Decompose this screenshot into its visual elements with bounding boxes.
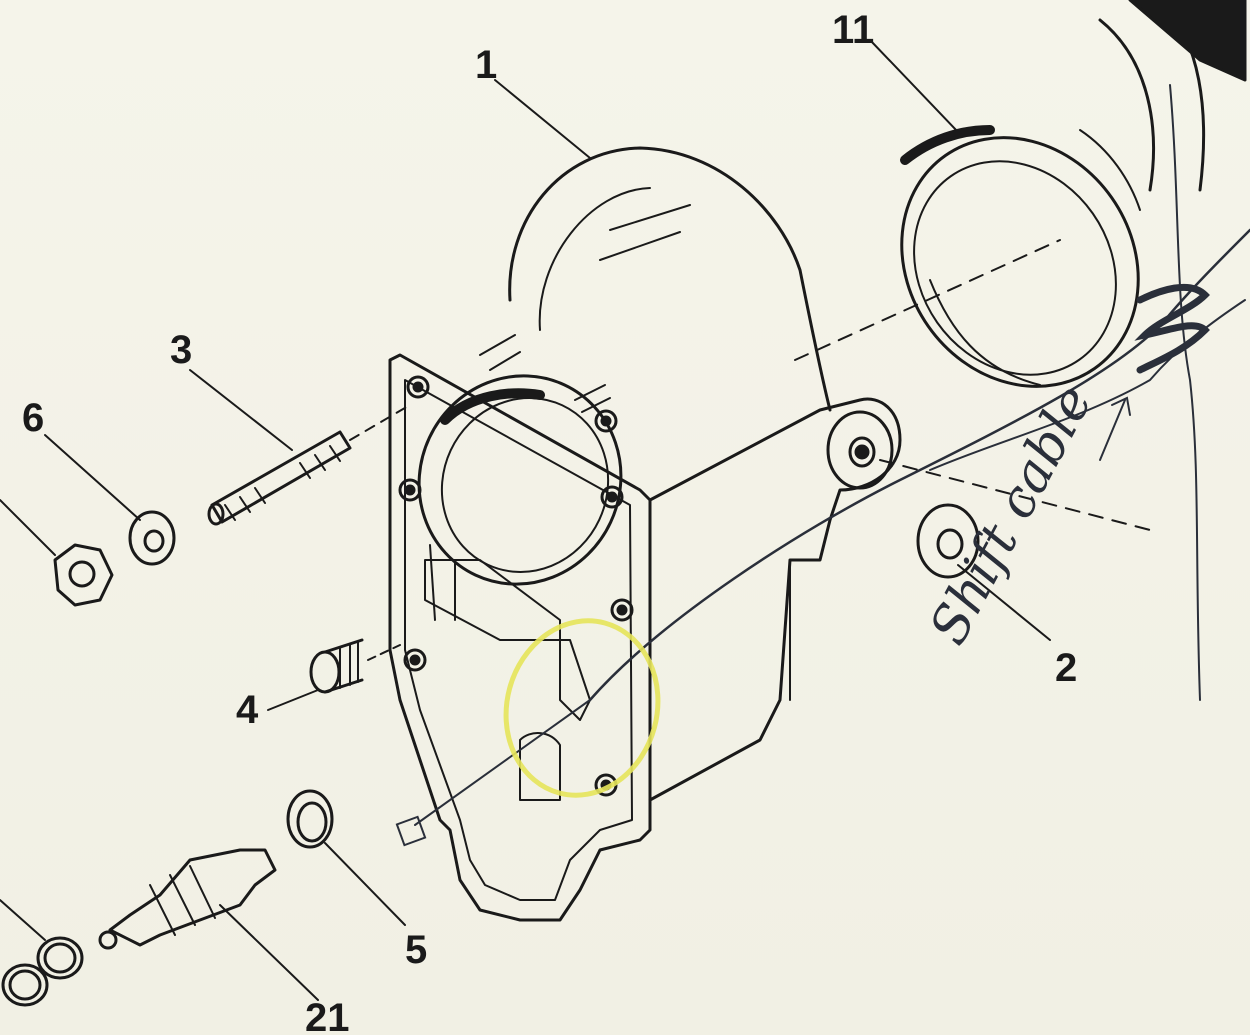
nut-washer-part xyxy=(0,434,176,607)
highlight-circle xyxy=(503,618,661,798)
bearing-cup-part xyxy=(900,0,1247,388)
callout-plug: 4 xyxy=(236,688,259,732)
shift-switch-part xyxy=(0,848,319,1007)
callout-bearing-cup: 11 xyxy=(832,8,875,52)
callout-shift-switch: 21 xyxy=(305,996,350,1035)
stud-part xyxy=(189,369,411,526)
plug-part xyxy=(267,638,401,711)
seal-washer-part xyxy=(286,789,406,926)
callout-washer-right: 2 xyxy=(1055,646,1078,690)
callout-stud: 3 xyxy=(170,328,193,372)
shift-cable-sketch xyxy=(395,84,1250,847)
callout-nut-washer: 6 xyxy=(22,396,45,440)
callout-gear-housing: 1 xyxy=(475,43,498,87)
callout-seal-washer: 5 xyxy=(405,928,428,972)
washer-right-part xyxy=(916,503,1051,641)
gear-housing-part xyxy=(388,146,1151,922)
